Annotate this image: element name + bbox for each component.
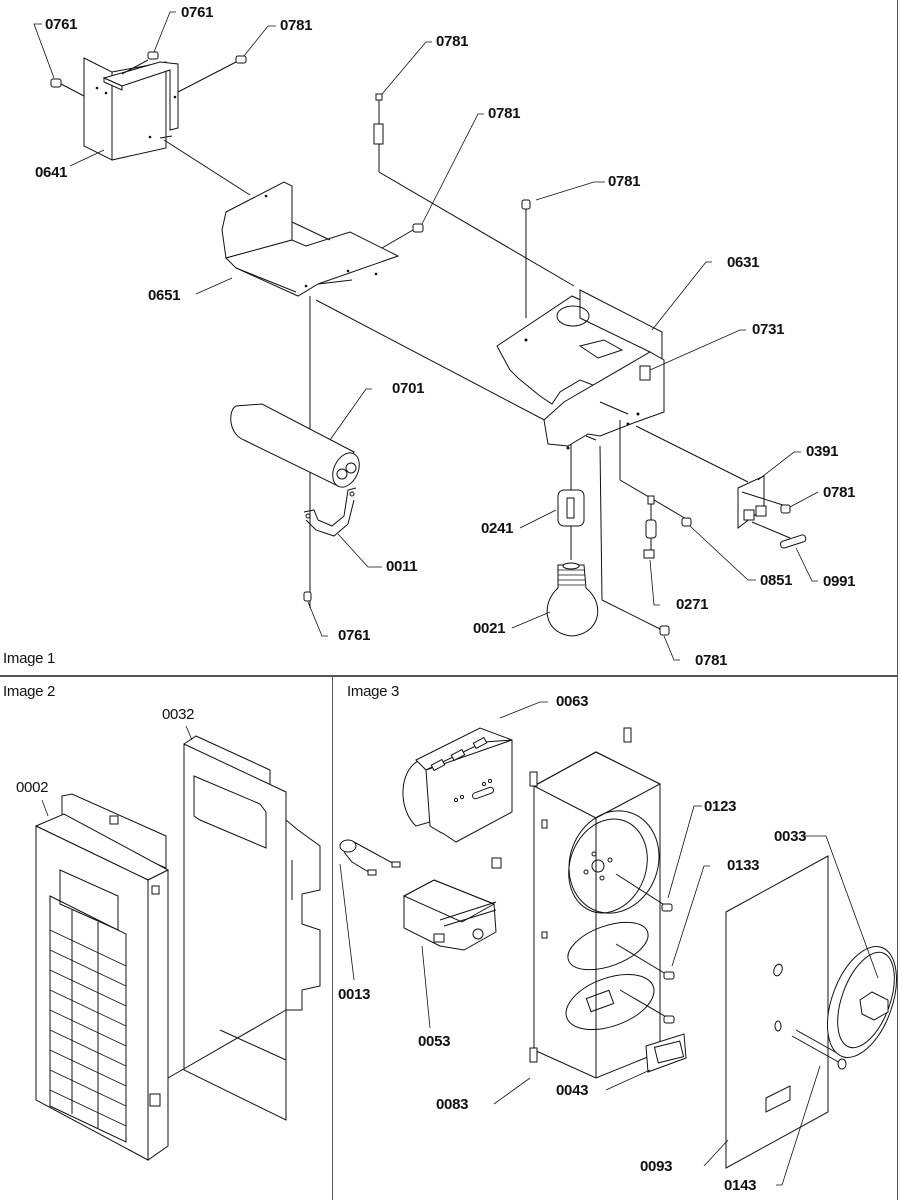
callout-label: 0032 [162, 706, 195, 723]
chassis-0631 [496, 289, 665, 450]
callout-label: 0731 [752, 321, 785, 338]
callout-label: 0391 [806, 443, 839, 460]
screw-icon [780, 504, 791, 514]
light-bulb-0021 [546, 562, 599, 637]
callout-label: 0133 [727, 857, 760, 874]
callout-label: 0781 [280, 17, 313, 34]
callout-label: 0083 [436, 1096, 469, 1113]
callout-label: 0002 [16, 779, 49, 796]
callout-leaders-image-1 [33, 11, 819, 661]
callout-label: 0033 [774, 828, 807, 845]
callout-label: 0991 [823, 573, 856, 590]
callout-label: 0011 [386, 558, 418, 575]
callout-label: 0063 [556, 693, 589, 710]
callout-label: 0271 [676, 596, 709, 613]
bracket-0641 [83, 57, 179, 161]
timer-0063 [402, 727, 513, 843]
thermistor-0013 [339, 839, 401, 876]
thermal-fuse-0271 [643, 495, 657, 559]
screw-icon [681, 517, 692, 527]
panel-title-image-2: Image 2 [3, 683, 56, 700]
touch-pad-rows [49, 929, 127, 1127]
callout-label: 0093 [640, 1158, 673, 1175]
callout-label: 0021 [473, 620, 506, 637]
callout-label: 0781 [695, 652, 728, 669]
panel-title-image-1: Image 1 [3, 650, 56, 667]
shaft-0143 [791, 1029, 847, 1070]
screw-icon [50, 78, 85, 97]
panel-divider-vertical [332, 676, 333, 1200]
callout-label: 0641 [35, 164, 68, 181]
control-panel-0032 [183, 735, 321, 1121]
callout-leaders-image-3 [339, 701, 879, 1186]
callout-label: 0053 [418, 1033, 451, 1050]
screw-icon [659, 625, 670, 636]
callout-label: 0143 [724, 1177, 757, 1194]
housing-0083 [529, 727, 669, 1079]
callout-label: 0781 [436, 33, 469, 50]
capacitor-0701 [230, 403, 360, 488]
callout-label: 0761 [45, 16, 78, 33]
panel-divider-horizontal [0, 675, 898, 677]
screw-icon [663, 1015, 675, 1024]
callout-label: 0781 [608, 173, 641, 190]
screw-icon [521, 199, 531, 318]
connector-0043 [645, 1033, 687, 1073]
fuse-0991 [751, 521, 807, 549]
clip-icon [491, 857, 502, 869]
callout-label: 0241 [481, 520, 514, 537]
lamp-socket-0241 [557, 444, 585, 560]
panel-0093 [725, 855, 829, 1169]
screw-icon [661, 903, 673, 912]
callout-label: 0781 [823, 484, 856, 501]
callout-label: 0631 [727, 254, 760, 271]
screw-icon [303, 591, 312, 602]
fuse-holder-icon [373, 93, 575, 287]
callout-label: 0761 [338, 627, 371, 644]
knob-0033 [827, 946, 897, 1058]
bracket-0651 [221, 181, 400, 297]
screw-icon [121, 51, 159, 75]
switch-0053 [402, 879, 497, 951]
callout-label: 0123 [704, 798, 737, 815]
outer-frame-right [897, 0, 898, 1200]
callout-label: 0013 [338, 986, 371, 1003]
door-frame-0002 [34, 793, 170, 1161]
callout-label: 0781 [488, 105, 521, 122]
screw-icon [381, 223, 424, 249]
callout-leaders-image-2 [41, 725, 193, 817]
callout-label: 0701 [392, 380, 425, 397]
callout-label: 0651 [148, 287, 181, 304]
screw-icon [663, 971, 675, 980]
screw-icon [177, 55, 247, 93]
callout-label: 0043 [556, 1082, 589, 1099]
strap-0011 [303, 487, 357, 537]
panel-title-image-3: Image 3 [347, 683, 400, 700]
callout-label: 0851 [760, 572, 793, 589]
callout-label: 0761 [181, 4, 214, 21]
board-0391 [737, 475, 787, 530]
